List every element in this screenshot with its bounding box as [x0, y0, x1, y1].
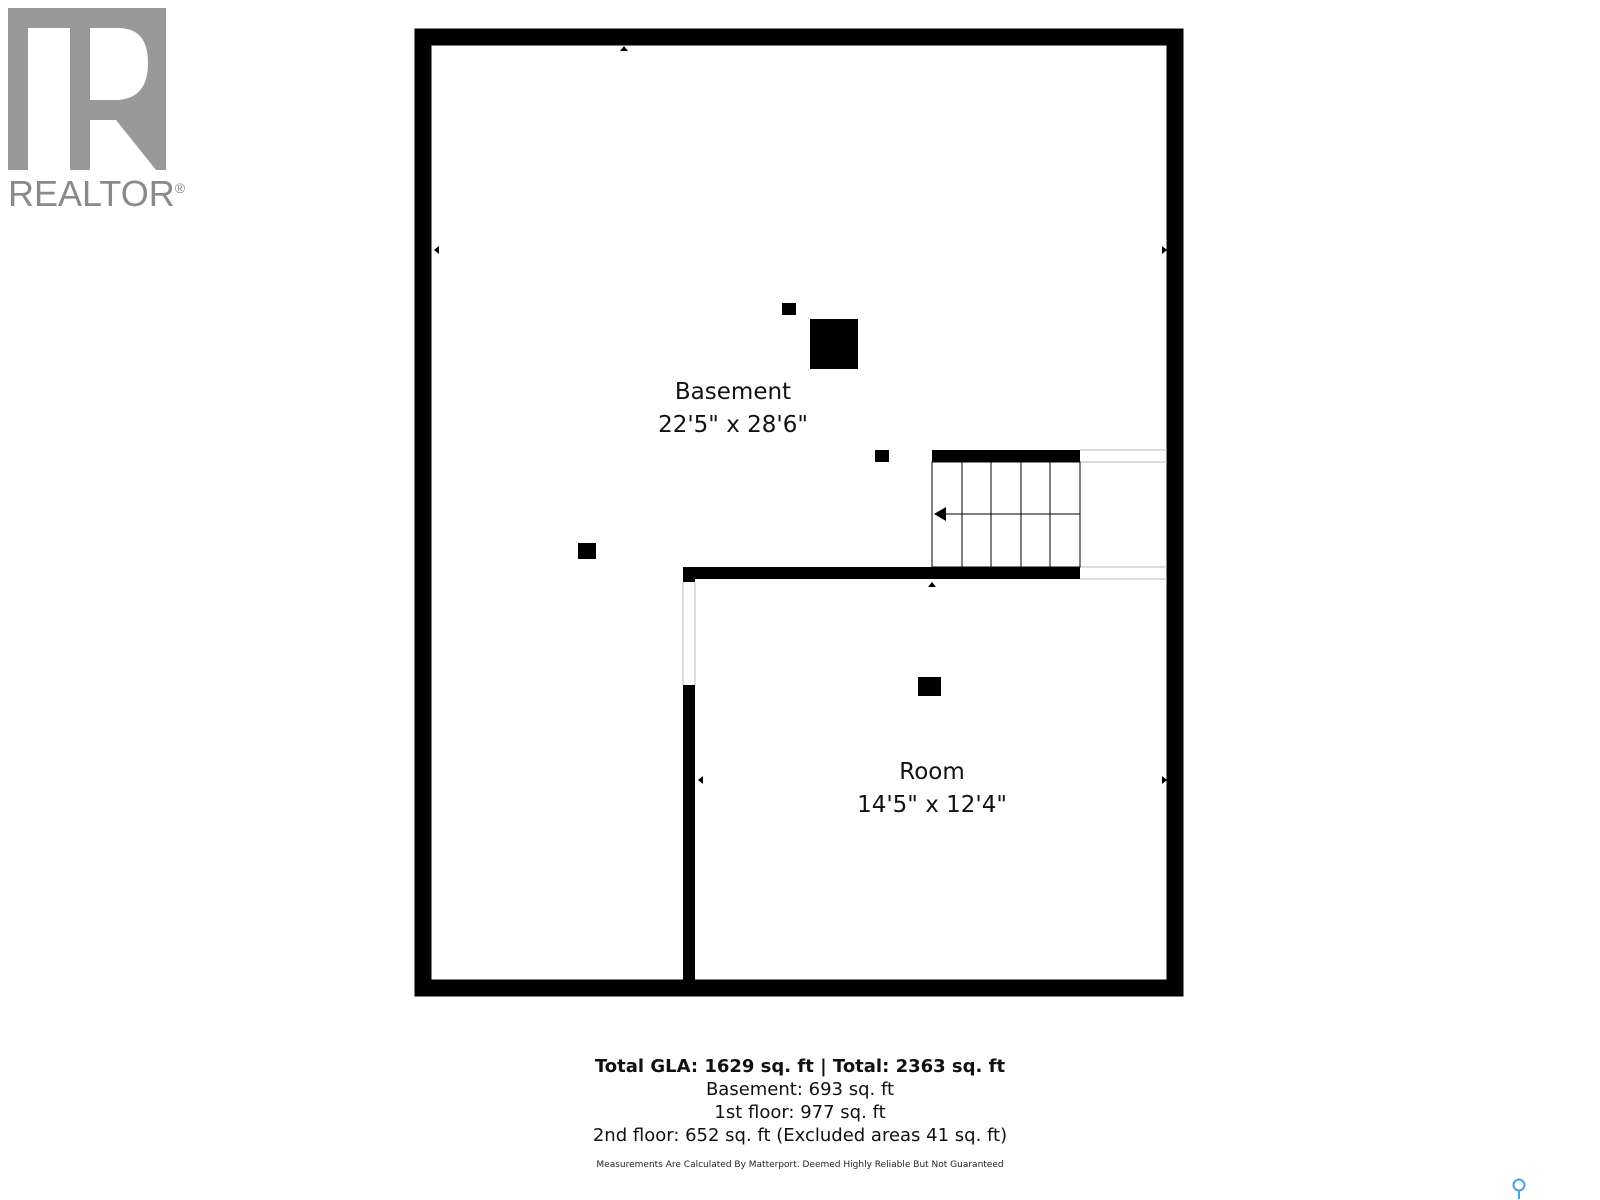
post — [875, 450, 889, 462]
post — [578, 543, 596, 559]
dimension-tick — [620, 46, 628, 51]
room-dimensions-basement: 22'5" x 28'6" — [658, 412, 808, 438]
map-pin-icon[interactable] — [1511, 1178, 1527, 1200]
staircase — [931, 461, 1081, 568]
interior-wall-vertical — [683, 685, 695, 988]
basement-area-line: Basement: 693 sq. ft — [705, 1079, 895, 1100]
first-floor-area-line: 1st floor: 977 sq. ft — [714, 1102, 886, 1123]
second-floor-area-line: 2nd floor: 652 sq. ft (Excluded areas 41… — [592, 1125, 1008, 1146]
realtor-wordmark: REALTOR® — [8, 173, 186, 214]
dimension-tick — [1162, 776, 1167, 784]
outer-wall — [414, 28, 1184, 997]
interior-wall-horizontal — [683, 567, 1080, 579]
column — [810, 319, 858, 369]
dimension-tick — [928, 980, 936, 985]
realtor-r-logo-icon — [8, 8, 166, 170]
dimension-tick — [1162, 246, 1167, 254]
post — [782, 303, 796, 315]
total-area-line: Total GLA: 1629 sq. ft | Total: 2363 sq.… — [594, 1056, 1006, 1077]
post — [918, 677, 941, 696]
room-name-basement: Basement — [675, 379, 791, 405]
dimension-tick — [434, 246, 439, 254]
measurement-disclaimer: Measurements Are Calculated By Matterpor… — [596, 1160, 1004, 1170]
dimension-tick — [620, 980, 628, 985]
dimension-tick — [928, 582, 936, 587]
room-name-room: Room — [899, 759, 965, 785]
realtor-logo: REALTOR® — [8, 8, 186, 218]
dimension-tick — [698, 776, 703, 784]
room-dimensions-room: 14'5" x 12'4" — [857, 792, 1007, 818]
stair-top-wall — [932, 450, 1080, 462]
arrow-left-icon — [934, 507, 946, 521]
interior-wall-vertical-top — [683, 567, 695, 582]
area-summary: Total GLA: 1629 sq. ft | Total: 2363 sq.… — [0, 1055, 1600, 1147]
